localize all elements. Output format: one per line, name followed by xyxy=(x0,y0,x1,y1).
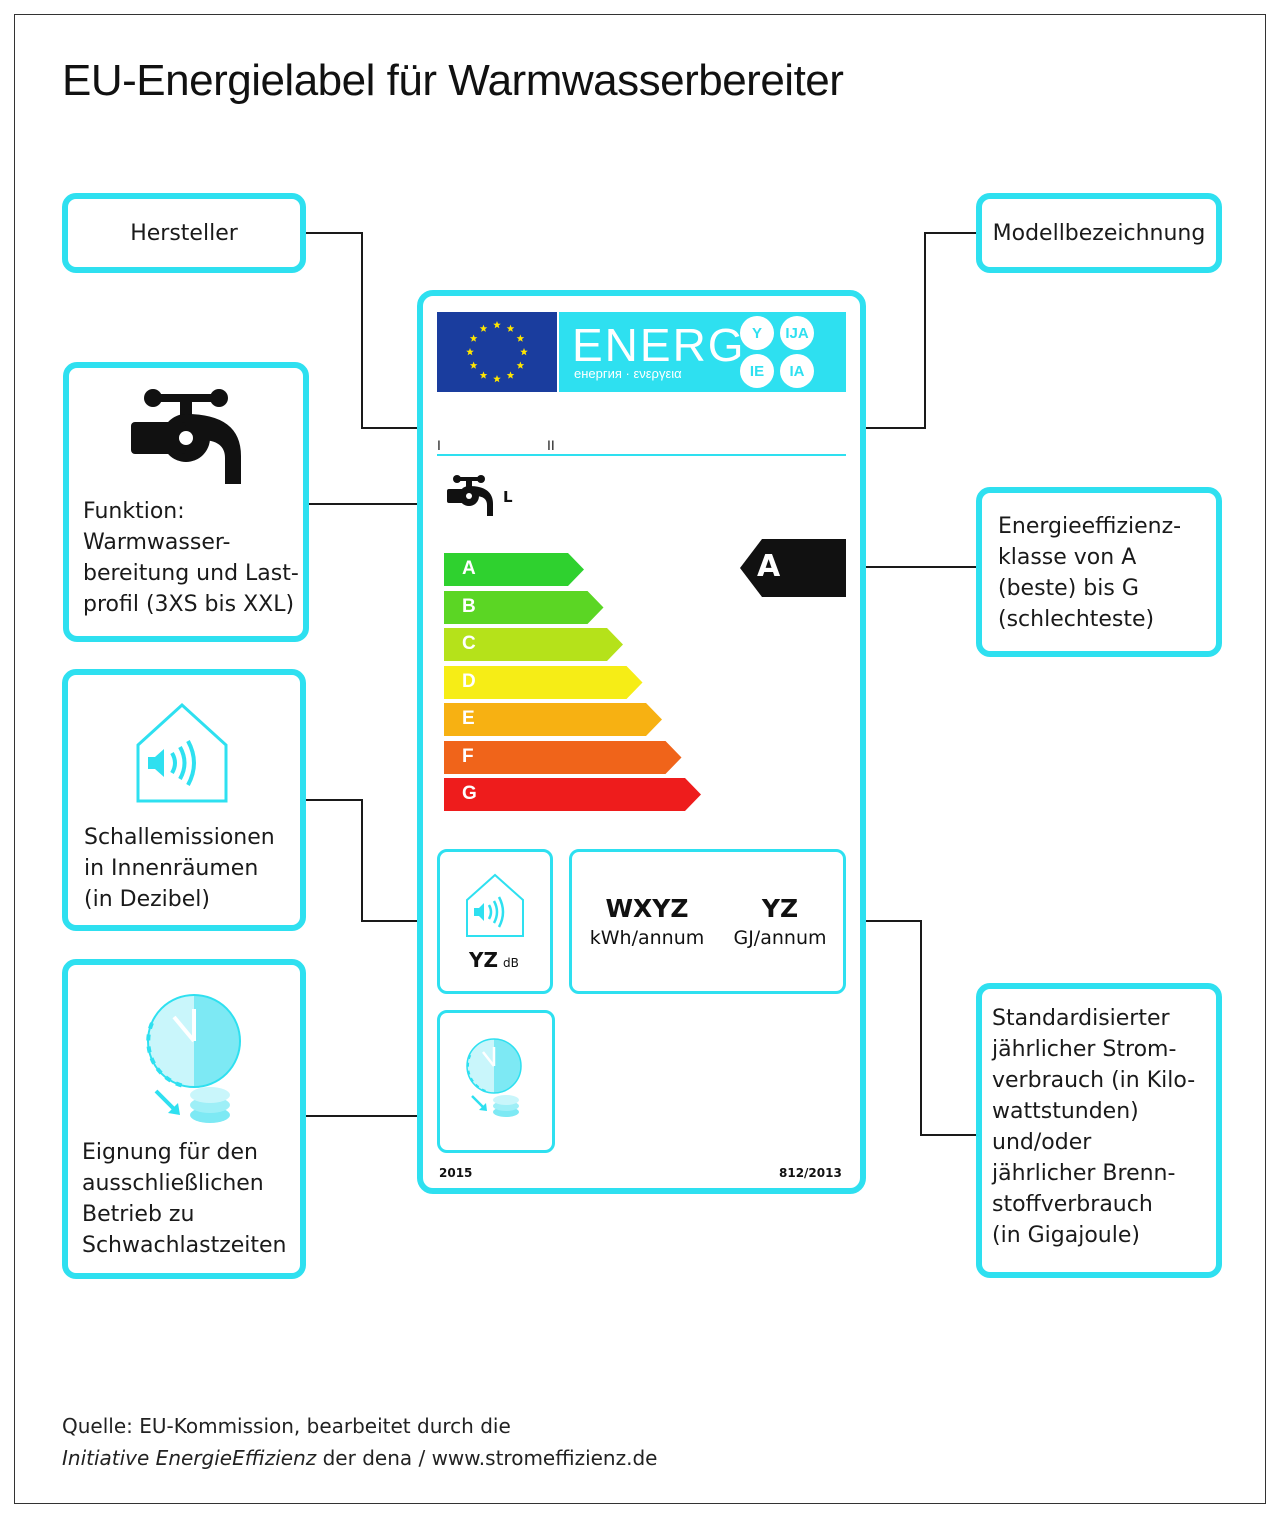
offpeak-clock-icon xyxy=(146,994,241,1123)
outer-frame xyxy=(14,14,1266,1504)
source-initiative: Initiative EnergieEffizienz xyxy=(62,1446,317,1470)
connector-hersteller xyxy=(306,232,437,429)
eu-star xyxy=(520,348,528,356)
label-divider xyxy=(437,454,846,456)
efficiency-class-arrow xyxy=(444,628,623,661)
eu-star xyxy=(469,361,478,369)
label-year: 2015 xyxy=(439,1166,473,1180)
source-line-2: Initiative EnergieEffizienz der dena / w… xyxy=(62,1446,657,1470)
efficiency-class-arrow xyxy=(444,665,643,699)
tick-one: I xyxy=(437,437,441,453)
fuel-unit: GJ/annum xyxy=(733,927,827,949)
efficiency-class-letter: C xyxy=(462,633,476,654)
callout-verbrauch: Standardisierter jährlicher Strom- verbr… xyxy=(976,983,1222,1278)
label-sound-house-icon xyxy=(466,873,524,937)
callout-eignung: Eignung für den ausschließlichen Betrieb… xyxy=(62,959,306,1279)
eu-star xyxy=(479,371,488,379)
load-profile: L xyxy=(503,488,513,506)
language-badge: IJA xyxy=(780,316,814,350)
page-title: EU-Energielabel für Warmwasserbereiter xyxy=(62,56,844,105)
electricity-unit: kWh/annum xyxy=(589,927,705,949)
efficiency-class-arrow xyxy=(444,778,701,811)
language-badge: Y xyxy=(740,316,774,350)
efficiency-class-letter: E xyxy=(462,708,475,729)
consumption-box xyxy=(569,849,846,994)
eu-star xyxy=(466,348,474,356)
callout-funktion: Funktion: Warmwasser- bereitung und Last… xyxy=(63,362,309,642)
eu-star xyxy=(479,324,488,332)
callout-effizienz: Energieeffizienz- klasse von A (beste) b… xyxy=(976,487,1222,657)
eu-star xyxy=(516,361,525,369)
callout-schall: Schallemissionen in Innenräumen (in Dezi… xyxy=(62,669,306,931)
efficiency-class-arrow xyxy=(444,590,604,624)
eu-star xyxy=(493,375,501,383)
label-faucet-icon xyxy=(447,475,493,516)
callout-verbrauch-text: Standardisierter jährlicher Strom- verbr… xyxy=(992,1006,1196,1248)
callout-eignung-text: Eignung für den ausschließlichen Betrieb… xyxy=(82,1140,287,1258)
language-badge: IE xyxy=(740,354,774,388)
eu-stars-icon xyxy=(466,321,528,383)
efficiency-class-letter: A xyxy=(462,558,476,579)
efficiency-class-letter: D xyxy=(462,670,476,692)
efficiency-class-letter: G xyxy=(462,783,477,804)
fuel-value: YZ xyxy=(761,894,799,923)
efficiency-class-letter: B xyxy=(462,595,476,617)
energ-subtitle: енергия · ενεργεια xyxy=(574,366,682,381)
eu-flag xyxy=(437,312,557,392)
source-rest: der dena / www.stromeffizienz.de xyxy=(316,1446,658,1470)
connector-modell xyxy=(846,232,977,429)
connector-verbrauch xyxy=(846,920,977,1136)
eu-star xyxy=(506,324,515,332)
efficiency-class-arrow xyxy=(444,740,682,774)
callout-effizienz-text: Energieeffizienz- klasse von A (beste) b… xyxy=(998,514,1182,632)
tick-two: II xyxy=(547,437,555,453)
eu-star xyxy=(493,321,501,329)
noise-value: YZ xyxy=(469,948,498,972)
efficiency-class-letter: F xyxy=(462,745,474,767)
eu-star xyxy=(469,334,478,342)
language-badge: IA xyxy=(780,354,814,388)
label-regulation: 812/2013 xyxy=(779,1166,842,1180)
energ-word: ENERG xyxy=(572,319,746,371)
efficiency-class-arrow xyxy=(444,703,662,736)
callout-hersteller: Hersteller xyxy=(62,193,306,273)
connector-schall xyxy=(305,799,437,922)
callout-modell-text: Modellbezeichnung xyxy=(992,220,1206,246)
source-line-1: Quelle: EU-Kommission, bearbeitet durch … xyxy=(62,1414,511,1438)
eu-star xyxy=(506,371,515,379)
callout-funktion-text: Funktion: Warmwasser- bereitung und Last… xyxy=(83,499,299,617)
electricity-value: WXYZ xyxy=(605,894,689,923)
noise-unit: dB xyxy=(503,956,519,970)
current-class-letter: A xyxy=(757,549,781,584)
current-class-arrow xyxy=(740,539,846,597)
label-offpeak-clock-icon xyxy=(466,1038,522,1117)
eu-star xyxy=(516,334,525,342)
callout-schall-text: Schallemissionen in Innenräumen (in Dezi… xyxy=(84,825,275,912)
callout-hersteller-text: Hersteller xyxy=(130,220,238,246)
callout-modell: Modellbezeichnung xyxy=(976,193,1222,273)
sound-house-icon xyxy=(136,702,228,803)
faucet-icon xyxy=(131,389,241,484)
efficiency-class-arrow xyxy=(444,553,584,586)
